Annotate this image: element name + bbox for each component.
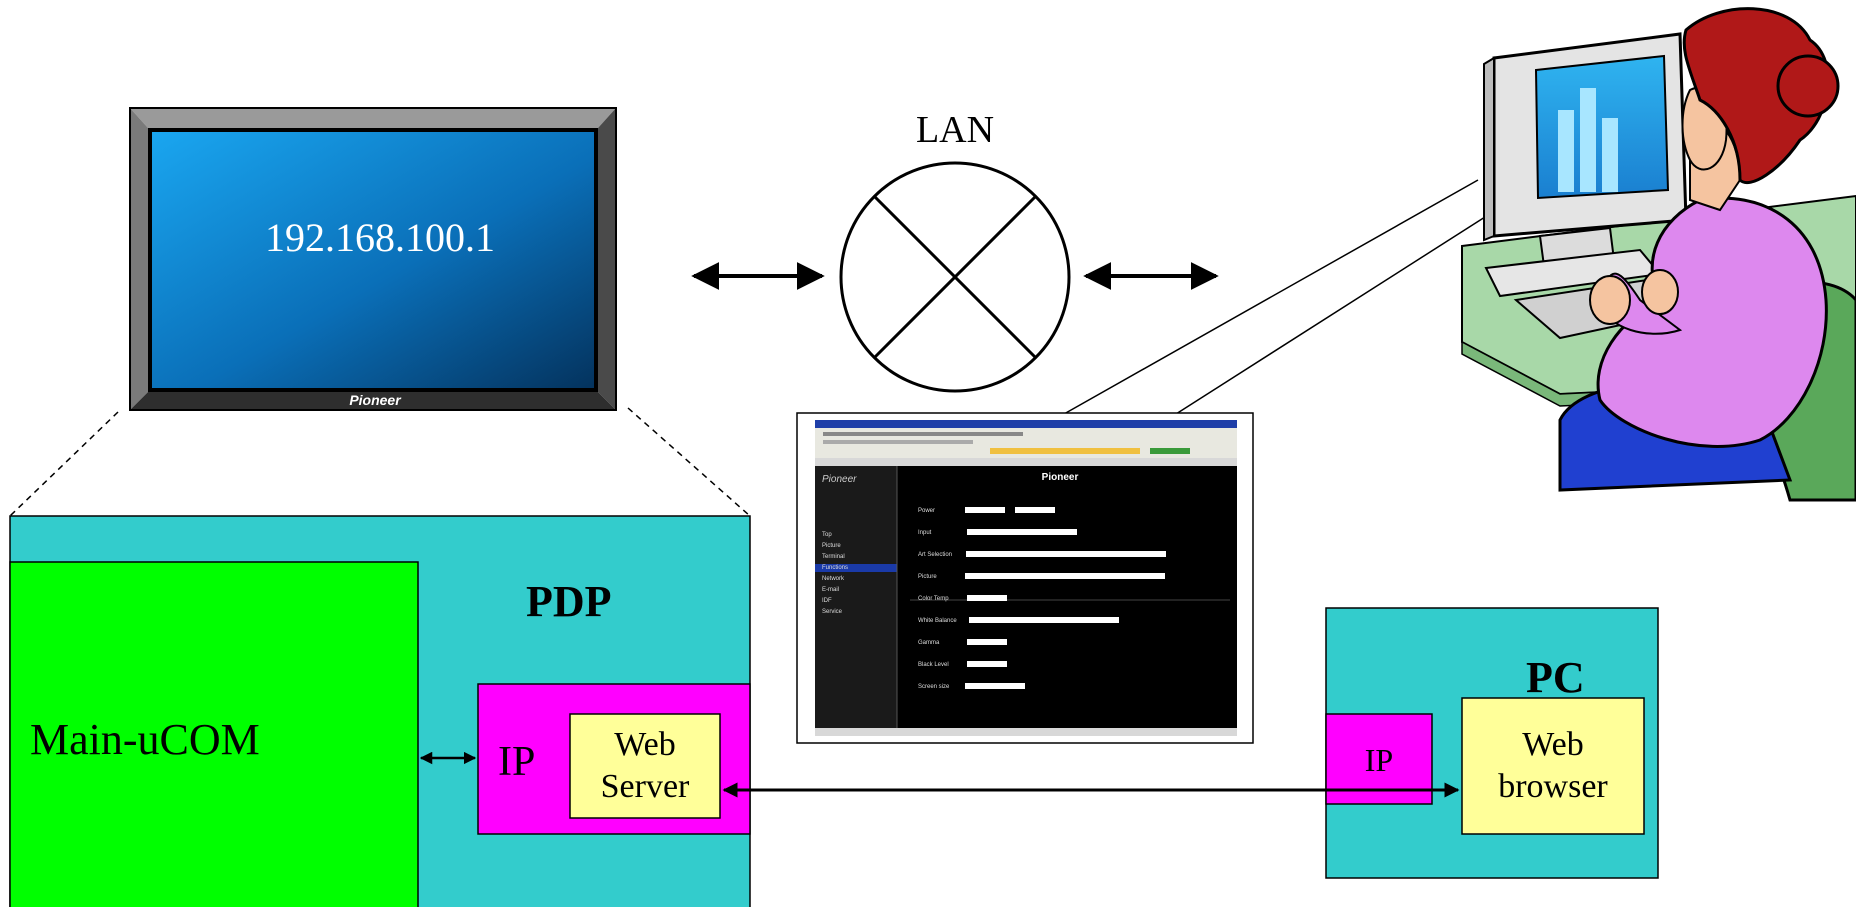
menu-item: Top	[822, 532, 832, 538]
screenshot-settings: Power Input Art Selection Picture Color …	[918, 500, 1218, 698]
web-server-label-line1: Web	[614, 726, 676, 763]
plasma-display	[129, 107, 617, 411]
menu-item: E-mail	[822, 587, 840, 593]
tv-ip-address: 192.168.100.1	[265, 215, 495, 260]
menu-item: Service	[822, 609, 843, 615]
web-server-box	[569, 713, 721, 819]
pc-ip-label: IP	[1364, 742, 1394, 778]
web-browser-box	[1461, 697, 1645, 835]
screenshot-title: Pioneer	[1041, 472, 1079, 483]
web-browser-label-line2: browser	[1498, 768, 1608, 805]
callout-lines	[1063, 179, 1497, 415]
screenshot-menu: Top Picture Terminal Functions Network E…	[822, 530, 894, 618]
web-browser-label-line1: Web	[1522, 726, 1584, 763]
tv-brand-logo: Pioneer	[349, 392, 401, 408]
setting-row: White Balance	[918, 610, 1218, 632]
pc-box	[1325, 607, 1659, 879]
setting-row: Screen size	[918, 676, 1218, 698]
web-server-label-line2: Server	[600, 768, 690, 805]
menu-item: Terminal	[822, 554, 845, 560]
setting-row: Picture	[918, 566, 1218, 588]
pc-label: PC	[1526, 653, 1585, 702]
menu-item: Network	[822, 576, 845, 582]
setting-row: Power	[918, 500, 1218, 522]
setting-row: Art Selection	[918, 544, 1218, 566]
screenshot-logo: Pioneer	[822, 474, 857, 485]
setting-row: Gamma	[918, 632, 1218, 654]
pdp-box	[9, 515, 751, 907]
menu-item: Picture	[822, 543, 841, 549]
main-ucom-box	[9, 561, 419, 907]
web-ui-screenshot	[796, 412, 1254, 744]
lan-symbol	[839, 161, 1071, 393]
setting-row: Input	[918, 522, 1218, 544]
main-ucom-label: Main-uCOM	[30, 715, 260, 764]
menu-item: Functions	[822, 565, 849, 571]
setting-row: Color Temp	[918, 588, 1218, 610]
user-computer-clipart	[1461, 7, 1856, 502]
pdp-ip-label: IP	[498, 739, 536, 785]
pdp-label: PDP	[526, 577, 612, 626]
tv-screen	[152, 132, 594, 388]
lan-label: LAN	[915, 109, 995, 151]
setting-row: Black Level	[918, 654, 1218, 676]
zoom-lines	[9, 407, 751, 517]
menu-item: IDF	[822, 598, 832, 604]
